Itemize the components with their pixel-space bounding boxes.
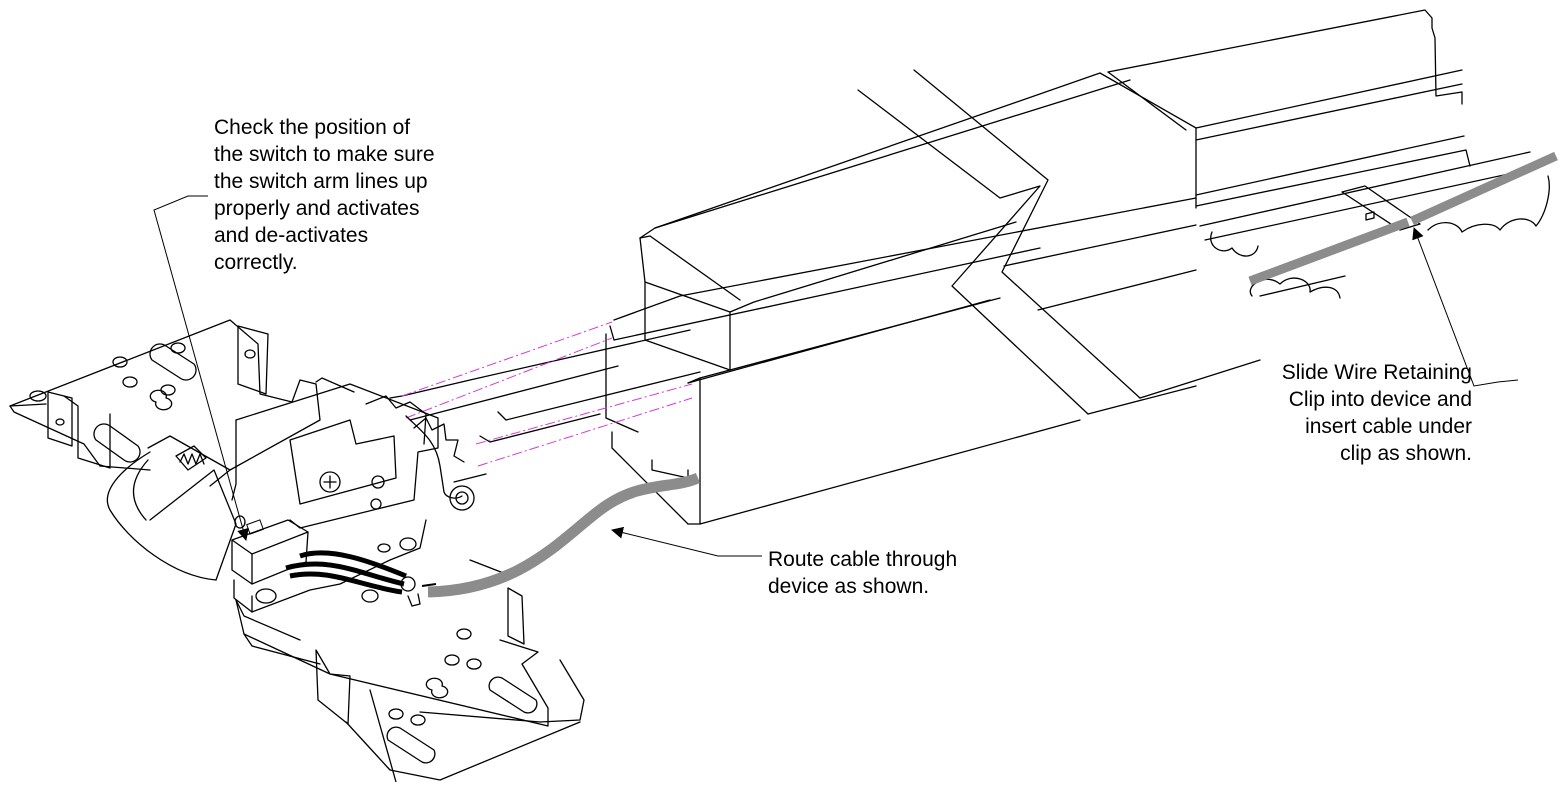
drive-sprocket — [405, 415, 487, 511]
retaining-clip-callout: Slide Wire Retaining Clip into device an… — [1196, 359, 1472, 467]
rail-assembly — [1107, 9, 1558, 299]
callout-line: clip as shown. — [1340, 442, 1472, 465]
alignment-lines — [401, 321, 693, 467]
trolley-housing — [389, 69, 1261, 525]
mounting-bracket — [9, 319, 321, 471]
callout-line: Check the position of — [214, 116, 411, 139]
callout-line: Clip into device and — [1288, 388, 1472, 411]
callout-line: Route cable through — [768, 548, 958, 571]
callout-line: the switch arm lines up — [214, 170, 428, 193]
callout-line: insert cable under — [1305, 415, 1472, 438]
callout-line: properly and activates — [214, 197, 420, 220]
switch-position-callout: Check the position of the switch to make… — [214, 114, 435, 276]
callout-line: and de-activates — [214, 224, 369, 247]
callout-line: the switch to make sure — [214, 143, 435, 166]
cable — [421, 472, 701, 598]
switch-assembly — [106, 377, 585, 783]
callout-line: Slide Wire Retaining — [1281, 361, 1472, 384]
leader-lines — [153, 195, 1519, 557]
route-cable-callout: Route cable through device as shown. — [768, 546, 957, 600]
callout-line: correctly. — [214, 251, 298, 274]
callout-line: device as shown. — [768, 575, 930, 598]
